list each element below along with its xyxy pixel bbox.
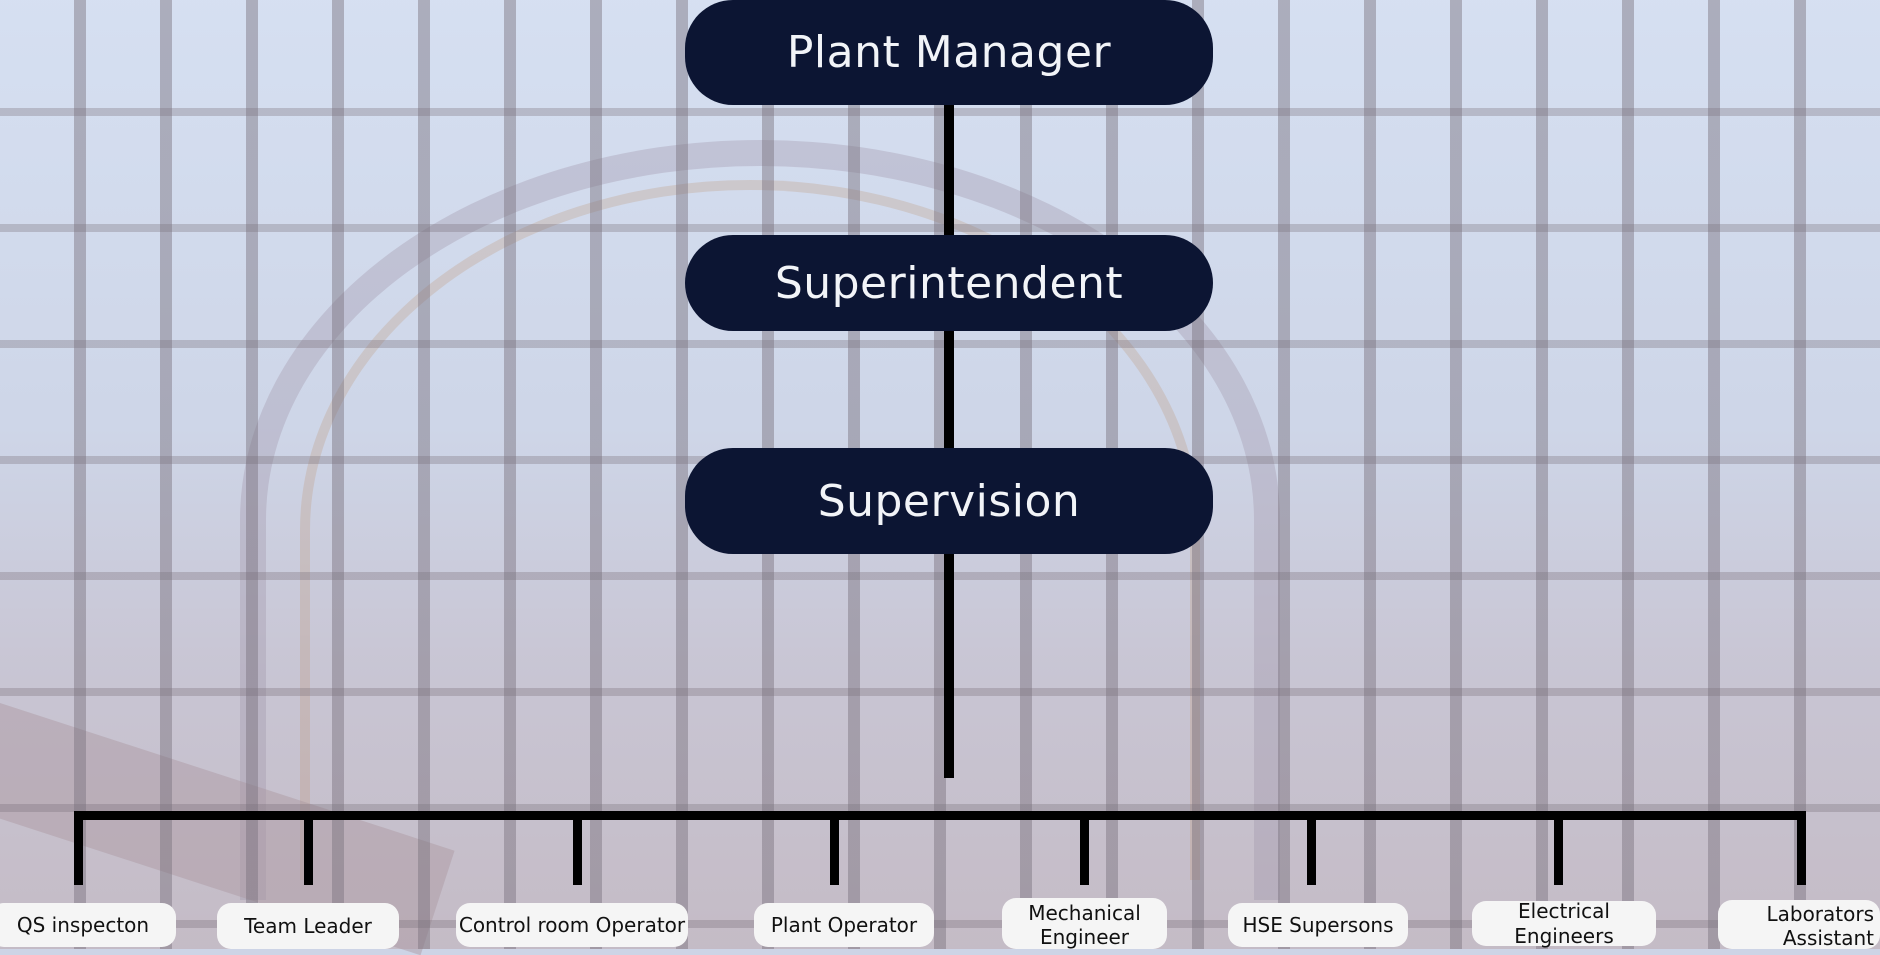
leaf-label: Team Leader (244, 913, 372, 938)
connector-leaf-drop (74, 811, 83, 885)
connector-superintendent-supervision (944, 331, 954, 448)
node-label: Supervision (817, 475, 1081, 527)
leaf-label: QS inspecton (16, 912, 150, 937)
node-label: Plant Manager (786, 27, 1112, 78)
leaf-control-room-operator: Control room Operator (456, 903, 688, 947)
connector-leaf-drop (1080, 811, 1089, 885)
leaf-label: Mechanical Engineer (1028, 900, 1141, 949)
leaf-hse-supersons: HSE Supersons (1228, 903, 1408, 947)
node-supervision: Supervision (685, 448, 1213, 554)
leaf-plant-operator: Plant Operator (754, 903, 934, 947)
connector-leaf-drop (1797, 811, 1806, 885)
connector-manager-superintendent (944, 105, 954, 235)
node-label: Superintendent (774, 257, 1124, 309)
leaf-label: HSE Supersons (1242, 912, 1394, 937)
leaf-label: Laborators Assistant (1766, 901, 1874, 950)
connector-leaf-drop (1307, 811, 1316, 885)
connector-supervision-bus (944, 554, 954, 778)
leaf-label: Electrical Engineers (1514, 898, 1614, 948)
node-superintendent: Superintendent (685, 235, 1213, 331)
connector-leaf-drop (304, 811, 313, 885)
leaf-label: Control room Operator (458, 912, 686, 937)
node-plant-manager: Plant Manager (685, 0, 1213, 105)
leaf-label: Plant Operator (770, 912, 918, 937)
leaf-qs-inspection: QS inspecton (0, 903, 176, 947)
leaf-team-leader: Team Leader (217, 903, 399, 949)
connector-leaf-drop (1554, 811, 1563, 885)
connector-leaf-drop (573, 811, 582, 885)
leaf-laborators-assistant: Laborators Assistant (1718, 900, 1880, 950)
leaf-mechanical-engineer: Mechanical Engineer (1002, 898, 1167, 949)
connector-leaf-drop (830, 811, 839, 885)
leaf-electrical-engineers: Electrical Engineers (1472, 898, 1656, 948)
connector-horizontal-bus (74, 811, 1806, 820)
